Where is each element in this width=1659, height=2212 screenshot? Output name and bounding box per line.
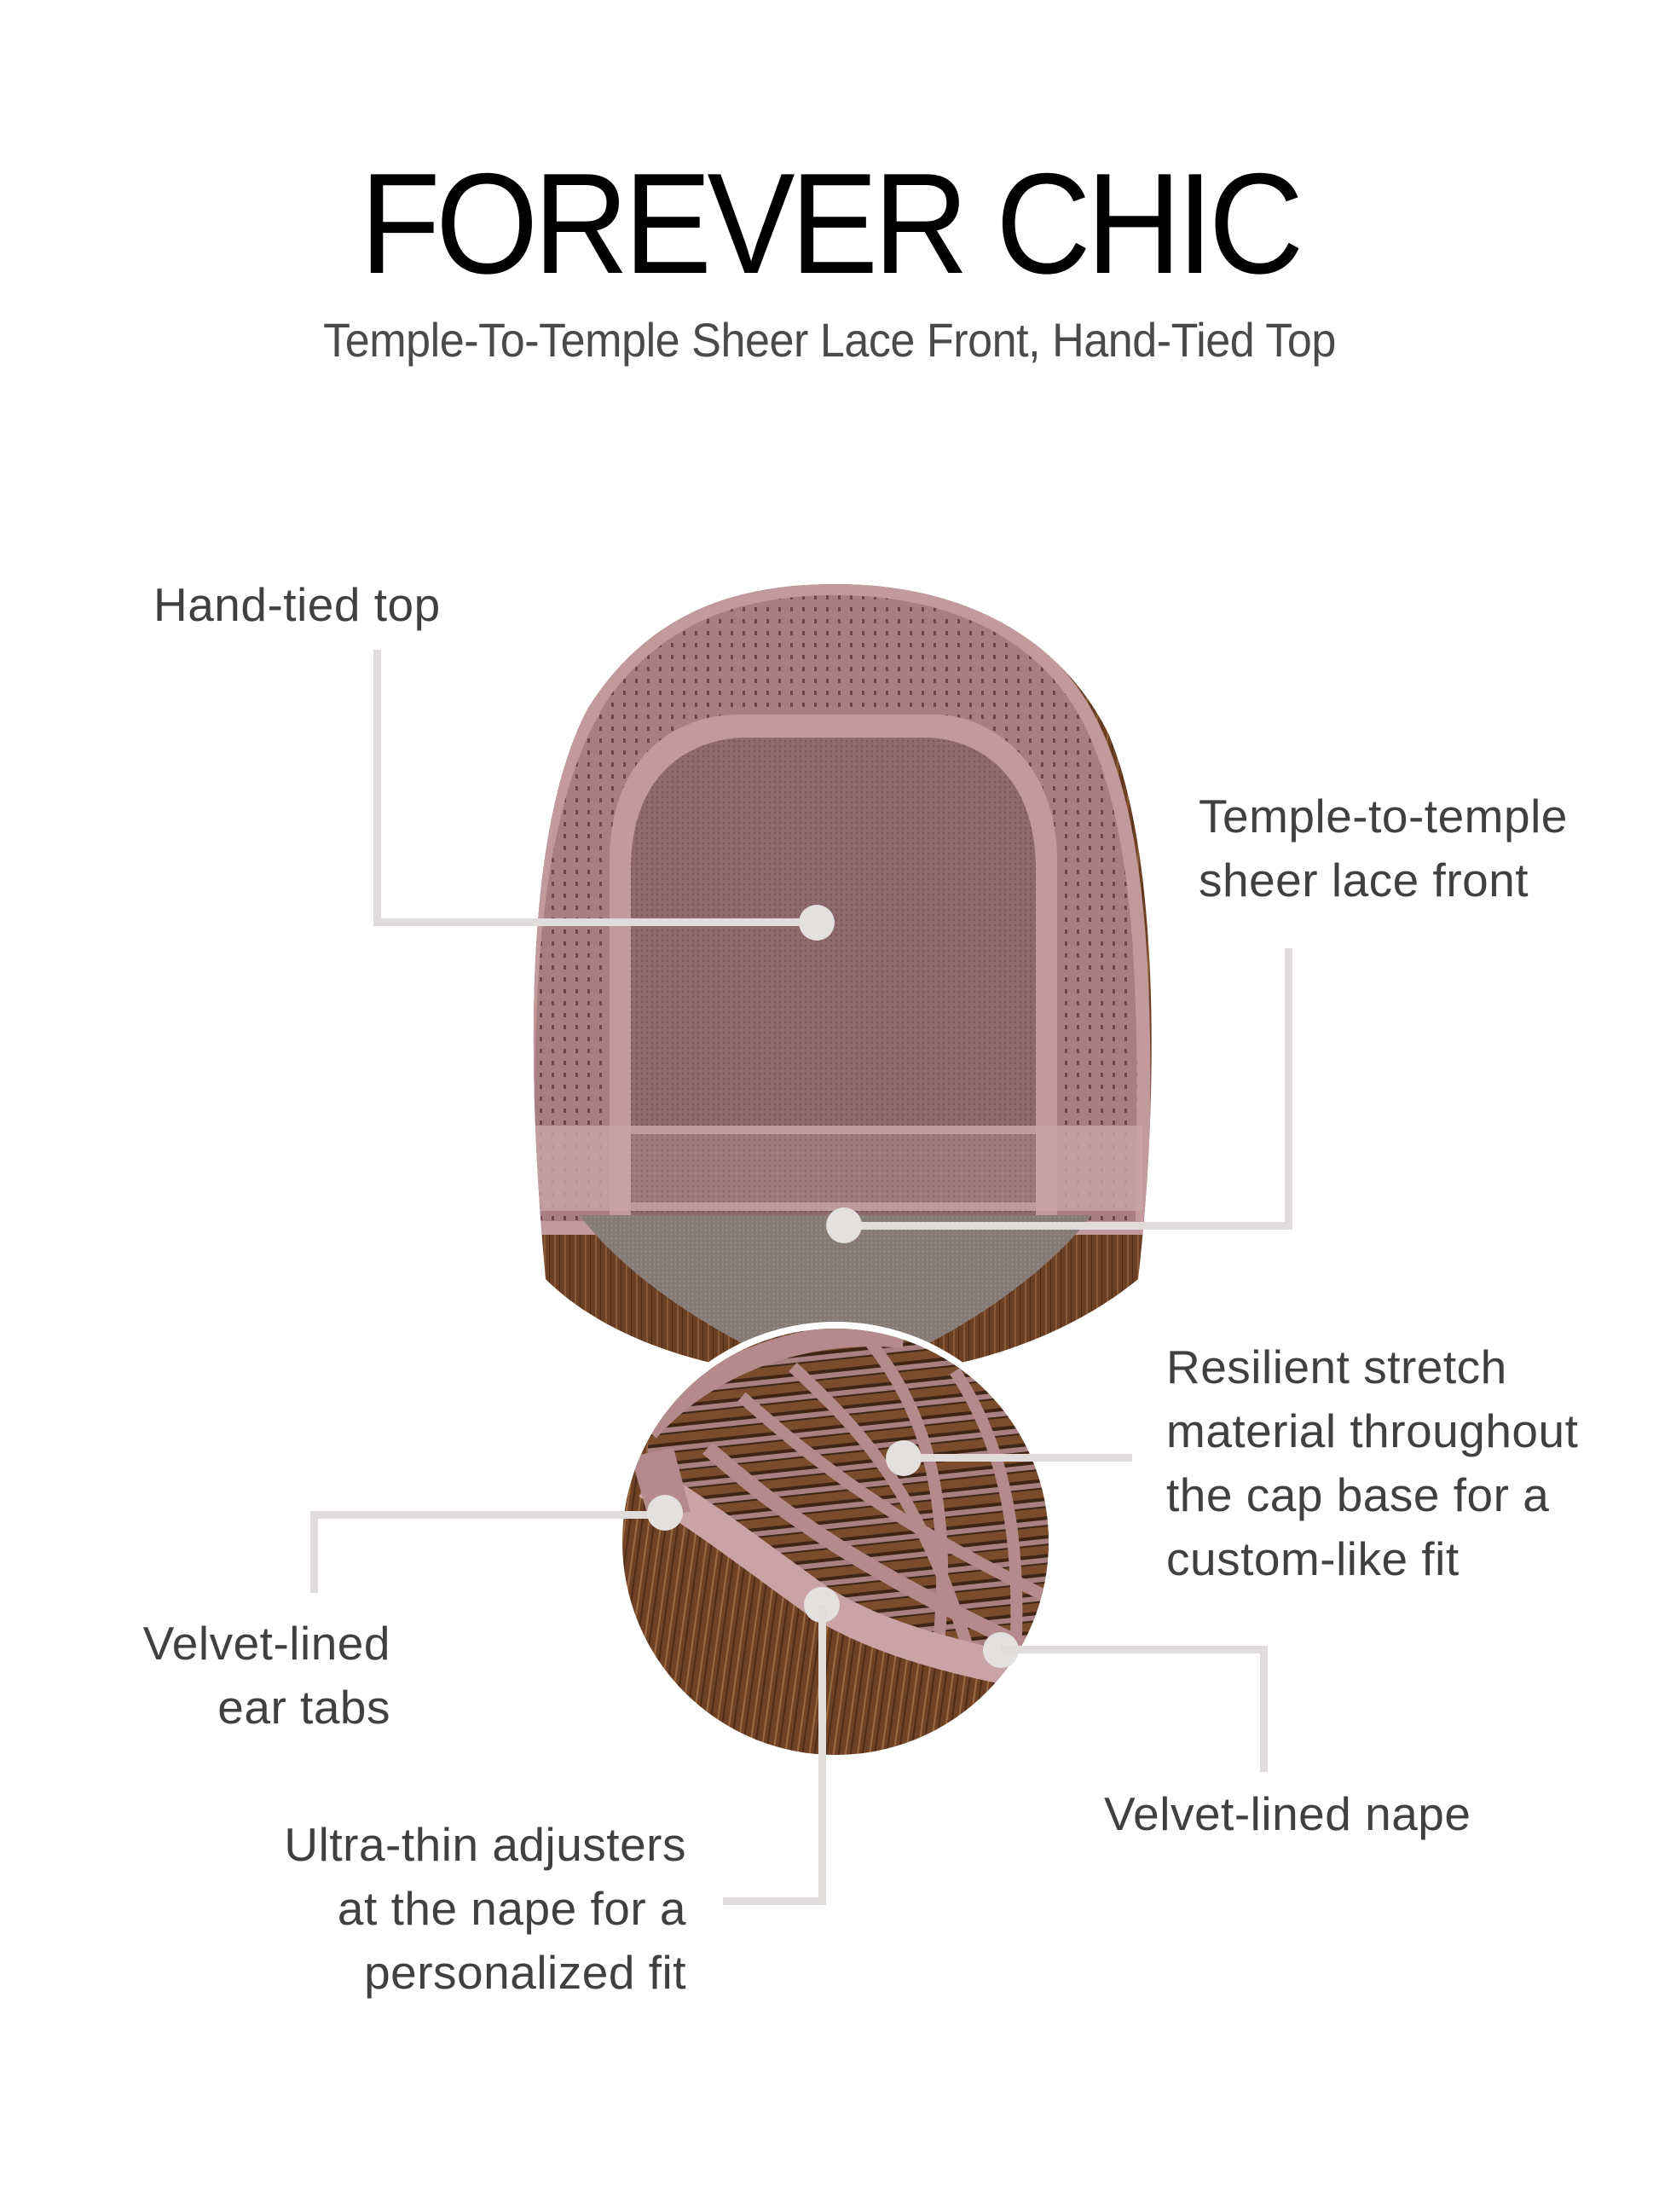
leader-line-temple-lace — [846, 1222, 1292, 1230]
leader-line-ear-tabs — [310, 1511, 665, 1519]
cap-top-view-image — [533, 584, 1152, 1377]
callout-stretch-material: Resilient stretch material throughout th… — [1166, 1335, 1578, 1591]
cap-nape-inset-image — [616, 1322, 1055, 1762]
leader-line-ear-tabs — [310, 1511, 318, 1593]
callout-nape: Velvet-lined nape — [1104, 1782, 1471, 1846]
callout-text: Temple-to-temple — [1199, 790, 1568, 843]
leader-line-hand-tied-top — [373, 650, 381, 926]
leader-line-temple-lace — [1285, 948, 1292, 1230]
callout-hand-tied-top: Hand-tied top — [153, 573, 441, 637]
callout-dot-stretch-material — [886, 1440, 922, 1476]
callout-dot-hand-tied-top — [799, 905, 835, 941]
callout-text: ear tabs — [217, 1681, 390, 1734]
callout-dot-temple-lace — [826, 1207, 862, 1243]
callout-temple-lace: Temple-to-temple sheer lace front — [1199, 785, 1568, 912]
callout-text: personalized fit — [364, 1946, 686, 1999]
callout-text: sheer lace front — [1199, 854, 1529, 906]
leader-line-adjusters — [723, 1897, 826, 1905]
callout-dot-ear-tabs — [647, 1495, 683, 1531]
callout-text: at the nape for a — [337, 1882, 686, 1935]
callout-adjusters: Ultra-thin adjusters at the nape for a p… — [171, 1813, 686, 2005]
leader-line-nape — [1001, 1646, 1268, 1653]
callout-text: the cap base for a — [1166, 1468, 1550, 1521]
product-title: FOREVER CHIC — [360, 143, 1304, 304]
callout-text: Velvet-lined nape — [1104, 1787, 1471, 1840]
callout-text: material throughout — [1166, 1404, 1579, 1457]
leader-line-nape — [1260, 1646, 1268, 1772]
callout-text: Resilient stretch — [1166, 1341, 1507, 1393]
callout-text: custom-like fit — [1166, 1532, 1460, 1585]
product-subtitle: Temple-To-Temple Sheer Lace Front, Hand-… — [323, 313, 1336, 367]
callout-text: Ultra-thin adjusters — [284, 1818, 686, 1871]
callout-ear-tabs: Velvet-lined ear tabs — [85, 1612, 390, 1740]
callout-text: Hand-tied top — [153, 578, 441, 631]
leader-line-hand-tied-top — [373, 918, 817, 926]
leader-line-stretch-material — [904, 1454, 1132, 1462]
leader-line-adjusters — [818, 1605, 826, 1905]
callout-text: Velvet-lined — [142, 1617, 390, 1670]
